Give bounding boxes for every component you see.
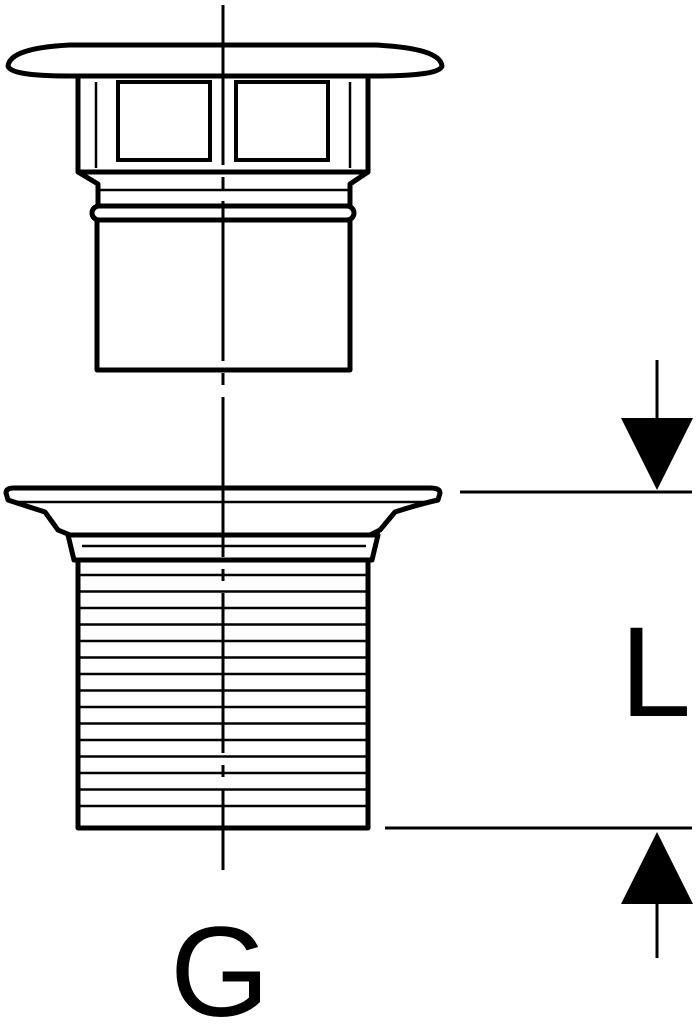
dim-arrow-down-icon xyxy=(621,418,693,490)
dim-arrow-up-icon xyxy=(621,832,693,904)
dimension-length: L xyxy=(385,360,693,958)
plug-window-left xyxy=(116,80,212,162)
drain-plug-assembly xyxy=(5,42,445,373)
plug-cap xyxy=(5,42,445,79)
dimension-label-length: L xyxy=(620,601,691,744)
thread-label: G xyxy=(170,901,270,1024)
drain-body-assembly xyxy=(3,485,443,831)
plug-window-right xyxy=(234,80,330,162)
